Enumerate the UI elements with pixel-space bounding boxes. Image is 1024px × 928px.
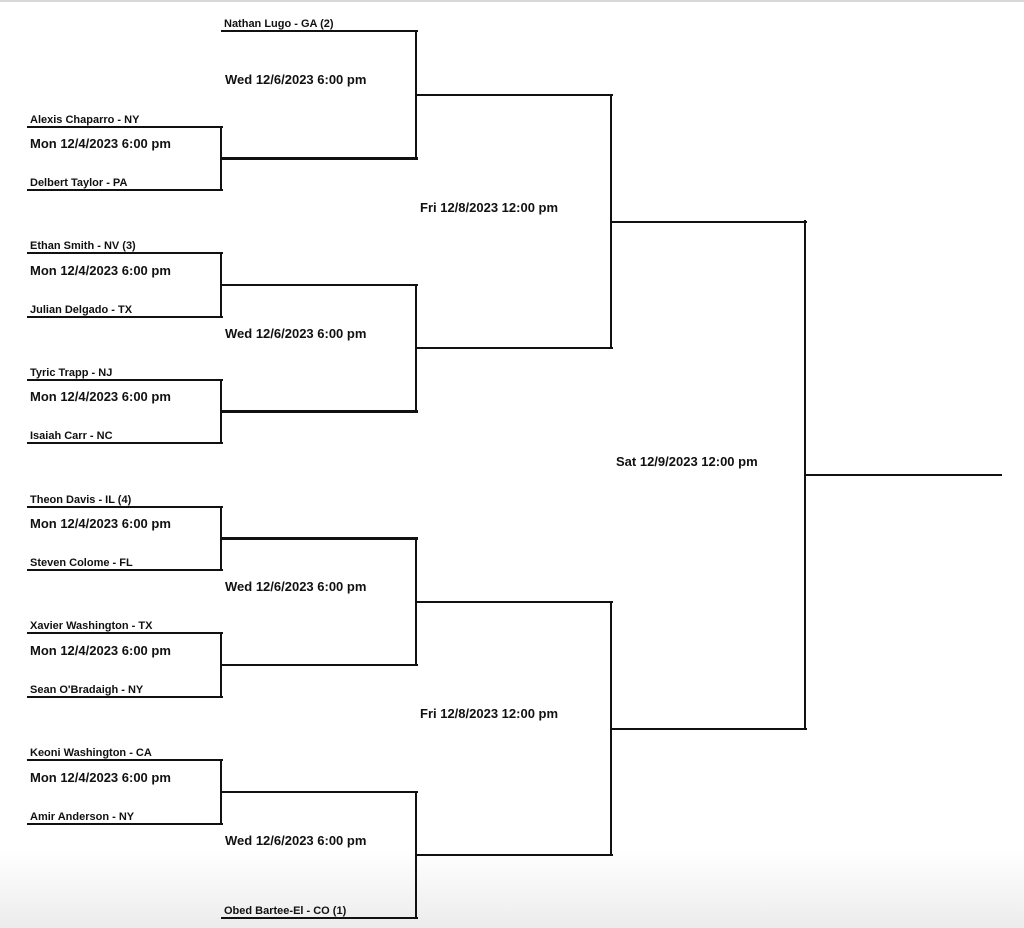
bracket-line — [27, 252, 223, 254]
bracket-line — [221, 664, 418, 666]
player-name: Sean O'Bradaigh - NY — [30, 684, 144, 696]
player-name: Julian Delgado - TX — [30, 304, 133, 316]
match-date: Mon 12/4/2023 6:00 pm — [30, 389, 171, 404]
bracket-line — [416, 854, 613, 856]
bracket-line — [221, 157, 418, 159]
bracket-line — [27, 759, 223, 761]
player-name: Ethan Smith - NV (3) — [30, 240, 136, 252]
bracket-line — [27, 823, 223, 825]
bracket-line — [221, 284, 418, 286]
player-name: Delbert Taylor - PA — [30, 177, 128, 189]
bracket-line — [611, 220, 807, 223]
bracket-line — [416, 600, 613, 603]
bracket-line — [27, 696, 223, 698]
bracket-line — [27, 189, 223, 191]
match-date: Wed 12/6/2023 6:00 pm — [225, 326, 367, 341]
player-name: Alexis Chaparro - NY — [30, 114, 140, 126]
match-date: Wed 12/6/2023 6:00 pm — [225, 72, 367, 87]
bracket-line — [27, 442, 223, 444]
bracket-line — [221, 537, 418, 539]
bracket-line — [27, 316, 223, 318]
match-date: Mon 12/4/2023 6:00 pm — [30, 263, 171, 278]
player-name-seed-2: Nathan Lugo - GA (2) — [224, 18, 334, 30]
match-date: Mon 12/4/2023 6:00 pm — [30, 516, 171, 531]
bracket-line — [27, 126, 223, 128]
match-date: Mon 12/4/2023 6:00 pm — [30, 770, 171, 785]
bracket-line — [27, 379, 223, 381]
match-date: Mon 12/4/2023 6:00 pm — [30, 136, 171, 151]
bracket-line — [27, 632, 223, 634]
bracket-line — [805, 474, 1002, 476]
player-name: Isaiah Carr - NC — [30, 430, 113, 442]
bracket-line — [221, 410, 418, 412]
match-date: Wed 12/6/2023 6:00 pm — [225, 579, 367, 594]
player-name: Theon Davis - IL (4) — [30, 494, 132, 506]
bracket-line — [27, 569, 223, 571]
match-date: Wed 12/6/2023 6:00 pm — [225, 833, 367, 848]
player-name: Xavier Washington - TX — [30, 620, 153, 632]
bracket-line — [416, 93, 613, 96]
player-name: Tyric Trapp - NJ — [30, 367, 113, 379]
match-date: Mon 12/4/2023 6:00 pm — [30, 643, 171, 658]
bracket-line — [221, 917, 418, 919]
semifinal-date: Fri 12/8/2023 12:00 pm — [420, 200, 559, 215]
final-date: Sat 12/9/2023 12:00 pm — [616, 454, 758, 469]
semifinal-date: Fri 12/8/2023 12:00 pm — [420, 706, 559, 721]
player-name: Amir Anderson - NY — [30, 811, 135, 823]
top-border — [0, 0, 1024, 2]
bracket-line — [221, 30, 418, 32]
player-name: Steven Colome - FL — [30, 557, 133, 569]
bracket-line — [611, 727, 807, 730]
bracket-line — [221, 791, 418, 793]
player-name-seed-1: Obed Bartee-El - CO (1) — [224, 905, 347, 917]
bracket-line — [416, 347, 613, 349]
player-name: Keoni Washington - CA — [30, 747, 152, 759]
bracket-line — [27, 506, 223, 508]
